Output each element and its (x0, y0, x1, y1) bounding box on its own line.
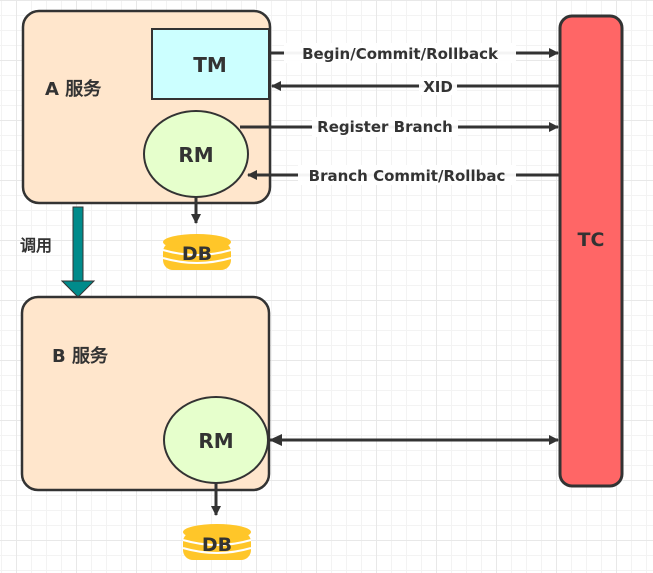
db-a-icon (162, 234, 232, 270)
edge-label-begin-commit-rollback: Begin/Commit/Rollback (302, 45, 499, 63)
db-a-label: DB (182, 243, 212, 265)
db-b-icon (182, 524, 252, 560)
tc-label: TC (578, 229, 605, 251)
edge-rm-b-tc-start-arrowhead (269, 434, 282, 446)
call-arrow (60, 206, 96, 298)
service-a-label: A 服务 (45, 78, 102, 100)
edge-label-xid: XID (423, 78, 453, 96)
tm-box[interactable] (151, 28, 270, 100)
edge-label-register-branch: Register Branch (317, 118, 453, 136)
rm-b-label: RM (198, 429, 233, 453)
tm-label: TM (193, 53, 227, 77)
edge-label-branch-commit-rollback: Branch Commit/Rollbac (309, 167, 506, 185)
service-b-label: B 服务 (52, 345, 109, 367)
tc-box[interactable] (558, 14, 624, 488)
db-b-label: DB (202, 534, 232, 556)
rm-a-label: RM (178, 143, 213, 167)
call-arrow-label: 调用 (20, 236, 52, 255)
